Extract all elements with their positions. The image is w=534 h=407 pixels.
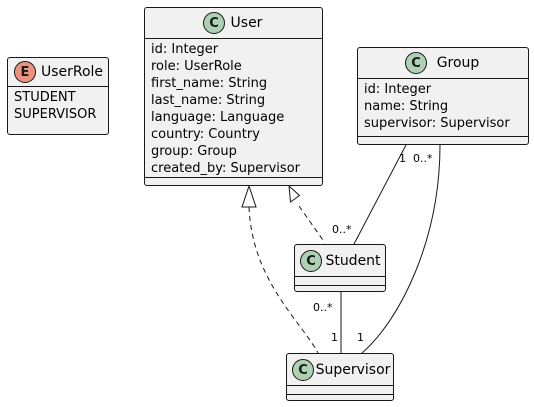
user-name: User [230,15,263,31]
multiplicity-label: 1 [357,331,364,344]
attribute: language: Language [151,110,285,125]
attribute: role: UserRole [151,59,242,74]
arrowhead-student-user [288,184,301,203]
edge-supervisor-implements-user [248,206,319,354]
multiplicity-label: 1 [331,331,338,344]
user-attributes: id: Integer role: UserRole first_name: S… [145,39,322,179]
arrowhead-supervisor-user [241,184,257,208]
attribute: id: Integer [151,42,219,57]
attribute: group: Group [151,144,237,159]
multiplicity-label: 1 [399,152,406,165]
userrole-enum: E UserRole STUDENT SUPERVISOR [7,57,109,135]
enum-badge-icon: E [14,61,36,83]
user-class: C User id: Integer role: UserRole first_… [144,7,323,186]
group-header: C Group [358,48,528,78]
class-badge-icon: C [203,12,225,34]
multiplicity-label: 0..* [413,152,433,165]
enum-literal: SUPERVISOR [14,107,97,122]
supervisor-class: C Supervisor [286,353,394,401]
group-class: C Group id: Integer name: String supervi… [357,47,529,145]
enum-literal: STUDENT [14,90,76,105]
userrole-name: UserRole [40,64,104,80]
attribute: supervisor: Supervisor [364,116,510,131]
class-badge-icon: C [405,52,427,74]
edge-group-supervisor [361,144,441,354]
group-name: Group [436,55,480,71]
multiplicity-label: 0..* [332,223,352,236]
group-attributes: id: Integer name: String supervisor: Sup… [358,79,528,134]
supervisor-header: C Supervisor [287,354,393,385]
attribute: created_by: Supervisor [151,161,300,176]
attribute: last_name: String [151,93,266,108]
student-header: C Student [295,245,385,276]
student-class: C Student [294,244,386,292]
student-name: Student [325,252,381,269]
supervisor-name: Supervisor [315,361,391,378]
class-badge-icon: C [300,250,322,272]
userrole-header: E UserRole [8,58,108,86]
class-badge-icon: C [292,359,314,381]
attribute: first_name: String [151,76,268,91]
user-header: C User [145,8,322,38]
edge-group-student [353,144,407,245]
edge-student-implements-user [298,205,326,244]
attribute: id: Integer [364,82,432,97]
attribute: name: String [364,99,449,114]
userrole-literals: STUDENT SUPERVISOR [8,87,108,125]
multiplicity-label: 0..* [313,301,333,314]
attribute: country: Country [151,127,260,142]
